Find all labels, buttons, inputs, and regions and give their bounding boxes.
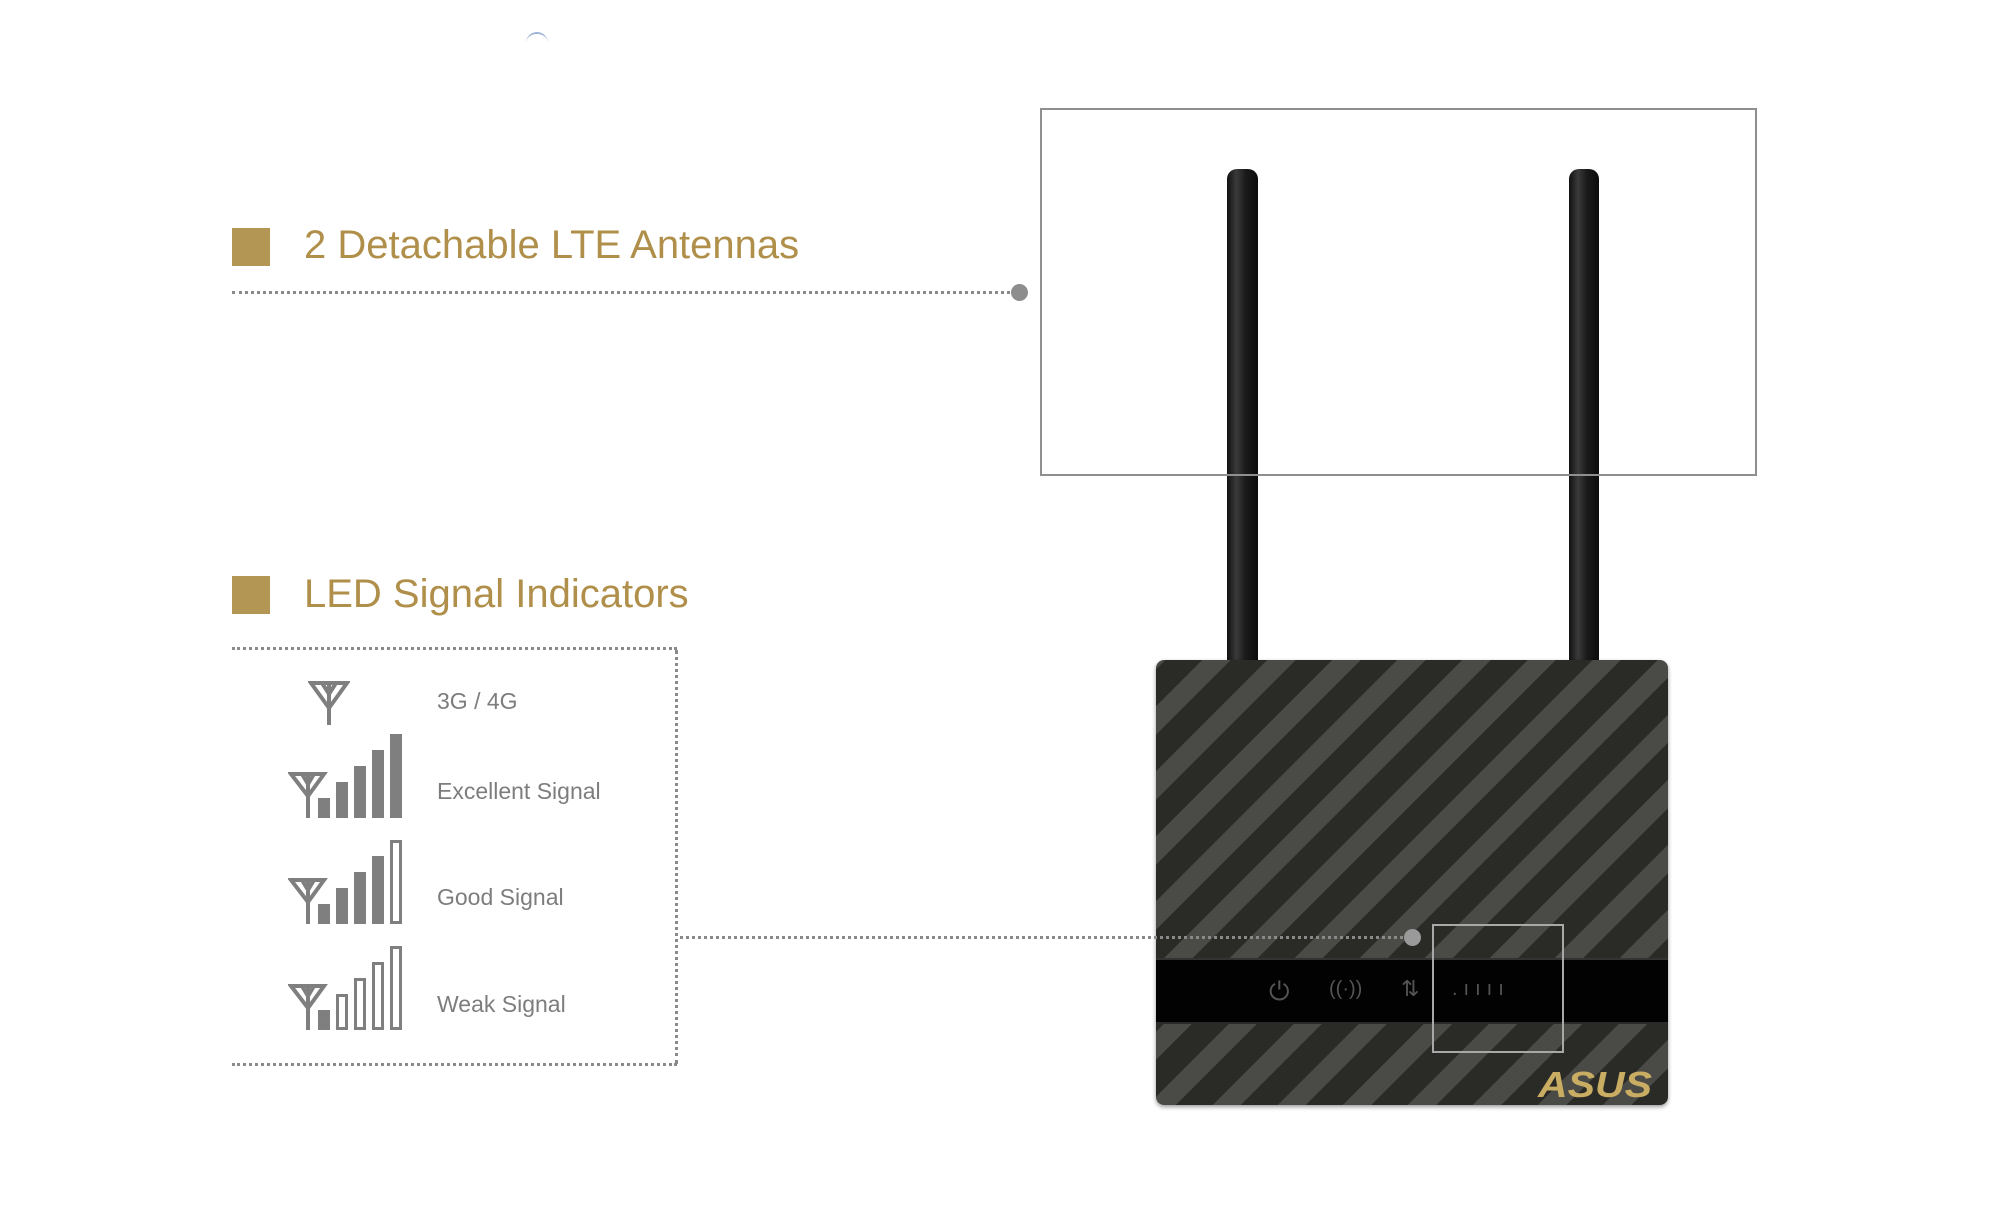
led-highlight-box <box>1432 924 1564 1053</box>
antenna-right <box>1569 169 1599 664</box>
legend-box-right <box>675 650 678 1064</box>
wireless-icon: ((·)) <box>1329 978 1363 1000</box>
signal-bar-filled <box>336 888 348 924</box>
signal-bar-filled <box>354 766 366 818</box>
data-icon: ⇅ <box>1401 976 1420 1001</box>
signal-leds-icon: .ıııı <box>1452 978 1510 1000</box>
callout-dot-antennas <box>1011 284 1028 301</box>
antenna-icon <box>308 681 350 725</box>
signal-bar-empty <box>390 946 402 1030</box>
legend-label: Weak Signal <box>437 991 566 1017</box>
signal-bar-filled <box>318 1010 330 1030</box>
feature-title-antennas: 2 Detachable LTE Antennas <box>304 223 800 267</box>
signal-bar-empty <box>336 994 348 1030</box>
callout-dot-led <box>1404 929 1421 946</box>
antennas-highlight-box <box>1040 108 1757 476</box>
signal-bar-filled <box>336 782 348 818</box>
bullet-square <box>232 228 270 266</box>
bullet-square <box>232 576 270 614</box>
signal-bar-empty <box>372 962 384 1030</box>
signal-bar-filled <box>372 750 384 818</box>
legend-label: Good Signal <box>437 884 564 910</box>
router-body: ⏻ ((·)) ⇅ .ıııı ASUS <box>1156 660 1668 1105</box>
signal-5-bars-icon <box>286 732 406 825</box>
asus-logo: ASUS <box>1537 1067 1652 1101</box>
power-icon: ⏻ <box>1269 976 1290 1006</box>
callout-line-antennas <box>232 291 1017 294</box>
legend-label: Excellent Signal <box>437 778 601 804</box>
signal-4-bars-icon <box>286 838 406 931</box>
signal-bar-empty <box>390 840 402 924</box>
legend-label: 3G / 4G <box>437 688 518 714</box>
legend-box-top <box>232 647 677 650</box>
signal-bar-filled <box>318 798 330 818</box>
antenna-left <box>1227 169 1258 664</box>
callout-line-led <box>680 936 1415 939</box>
led-panel: ⏻ ((·)) ⇅ .ıııı <box>1156 958 1668 1024</box>
signal-bar-filled <box>372 856 384 924</box>
signal-bar-empty <box>354 978 366 1030</box>
legend-box-bottom <box>232 1063 677 1066</box>
feature-title-led: LED Signal Indicators <box>304 572 689 616</box>
signal-bar-filled <box>390 734 402 818</box>
svg-text:ASUS: ASUS <box>1537 1067 1652 1101</box>
signal-bar-filled <box>354 872 366 924</box>
signal-1-bar-icon <box>286 944 406 1037</box>
loading-arc-icon <box>526 32 548 54</box>
signal-bar-filled <box>318 904 330 924</box>
